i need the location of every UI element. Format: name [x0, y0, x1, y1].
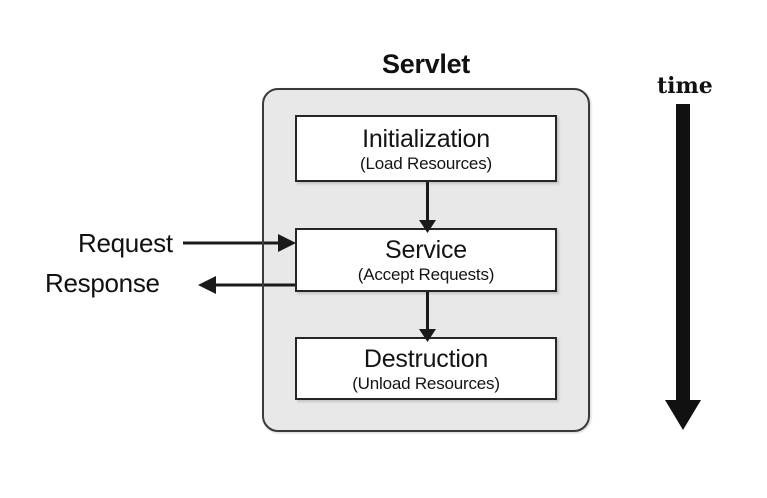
phase-box-initialization: Initialization (Load Resources): [295, 115, 557, 182]
phase-subtitle-destruction: (Unload Resources): [352, 373, 500, 393]
page-title: Servlet: [382, 49, 470, 79]
phase-title-initialization: Initialization: [362, 124, 490, 153]
response-label: Response: [45, 268, 160, 298]
phase-box-service: Service (Accept Requests): [295, 228, 557, 292]
phase-title-destruction: Destruction: [363, 344, 489, 373]
phase-subtitle-service: (Accept Requests): [357, 265, 495, 284]
time-axis-arrow: [665, 104, 701, 430]
phase-title-service: Service: [385, 236, 467, 264]
phase-box-destruction: Destruction (Unload Resources): [295, 337, 557, 400]
phase-subtitle-initialization: (Load Resources): [360, 153, 492, 173]
request-label: Request: [78, 228, 173, 258]
time-axis-label: time: [657, 73, 713, 99]
